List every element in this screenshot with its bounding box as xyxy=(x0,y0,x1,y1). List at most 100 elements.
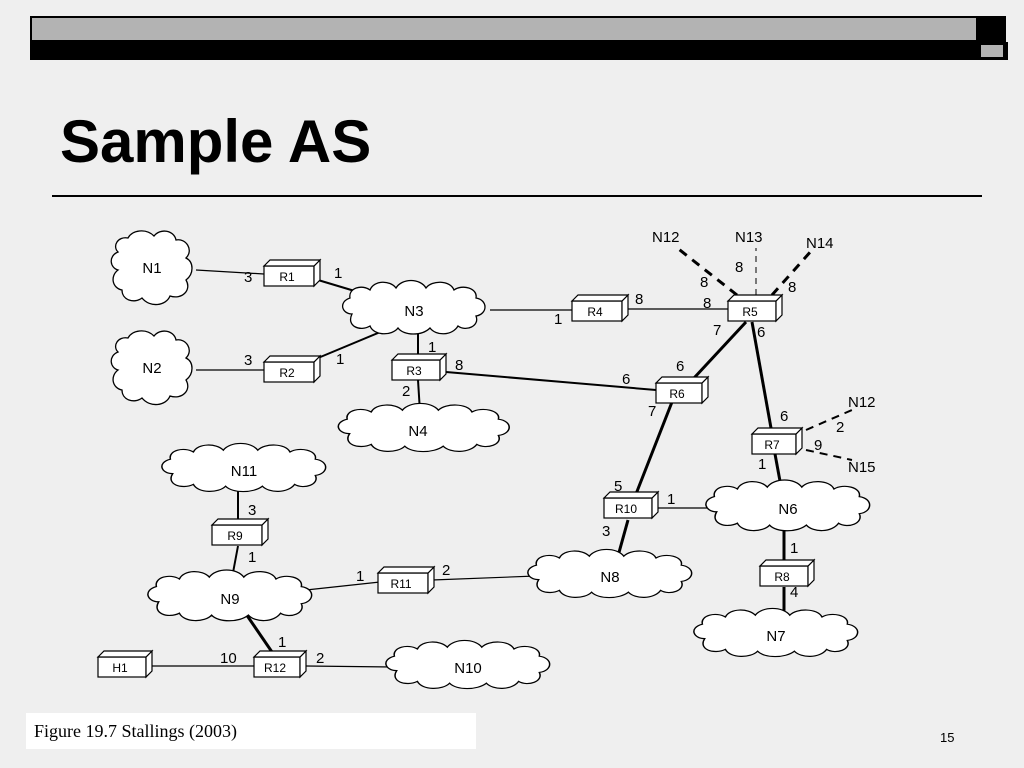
link-r7-n12-dashed xyxy=(805,409,853,431)
link-n9-r12 xyxy=(244,613,274,653)
router-label-r6: R6 xyxy=(669,387,685,401)
network-n6-cloud: N6 xyxy=(705,479,871,532)
cost-label: 1 xyxy=(554,311,562,328)
link-costs: 3 1 3 1 1 2 8 1 8 8 7 6 8 8 8 6 6 7 6 2 … xyxy=(220,259,844,667)
network-n3-cloud: N3 xyxy=(341,279,486,335)
external-label-n12-top: N12 xyxy=(652,229,680,246)
network-n11-cloud: N11 xyxy=(161,442,327,493)
cost-label: 1 xyxy=(356,568,364,585)
figure-caption: Figure 19.7 Stallings (2003) xyxy=(26,713,476,749)
link-r5-n12-dashed xyxy=(675,245,738,297)
router-r1: R1 xyxy=(262,258,322,288)
external-networks: N12 N13 N14 N12 N15 xyxy=(652,229,876,476)
router-r4: R4 xyxy=(570,293,630,323)
cost-label: 2 xyxy=(402,383,410,400)
host-label-h1: H1 xyxy=(112,661,128,675)
cost-label: 4 xyxy=(790,584,798,601)
router-r12: R12 xyxy=(252,649,308,679)
cost-label: 8 xyxy=(455,357,463,374)
cost-label: 8 xyxy=(788,279,796,296)
cost-label: 8 xyxy=(703,295,711,312)
router-r7: R7 xyxy=(750,426,804,456)
cost-label: 3 xyxy=(248,502,256,519)
network-n1-cloud: N1 xyxy=(110,230,193,306)
network-label-n2: N2 xyxy=(142,360,161,377)
cost-label: 7 xyxy=(648,403,656,420)
router-label-r5: R5 xyxy=(742,305,758,319)
routers: R1 R2 R3 R4 R5 R6 R7 R8 R9 R10 R11 R12 H… xyxy=(96,258,816,679)
router-r3: R3 xyxy=(390,352,448,382)
network-label-n4: N4 xyxy=(408,423,427,440)
link-r12-n10 xyxy=(305,665,395,668)
network-label-n9: N9 xyxy=(220,591,239,608)
cost-label: 1 xyxy=(334,265,342,282)
link-r10-n8 xyxy=(616,519,630,557)
network-label-n1: N1 xyxy=(142,260,161,277)
router-r9: R9 xyxy=(210,517,270,547)
router-label-r12: R12 xyxy=(264,661,286,675)
title-underline xyxy=(52,195,982,197)
network-n10-cloud: N10 xyxy=(385,639,551,690)
link-r6-r10 xyxy=(634,401,674,495)
cost-label: 7 xyxy=(713,322,721,339)
cost-label: 6 xyxy=(676,358,684,375)
cost-label: 1 xyxy=(790,540,798,557)
cost-label: 1 xyxy=(758,456,766,473)
external-label-n15: N15 xyxy=(848,459,876,476)
links xyxy=(152,245,853,668)
network-label-n10: N10 xyxy=(454,660,482,677)
link-r11-n8 xyxy=(431,575,537,581)
cost-label: 1 xyxy=(336,351,344,368)
network-label-n3: N3 xyxy=(404,303,423,320)
router-label-r3: R3 xyxy=(406,364,422,378)
router-label-r10: R10 xyxy=(615,502,637,516)
external-label-n14: N14 xyxy=(806,235,834,252)
cost-label: 10 xyxy=(220,650,237,667)
link-n9-r11 xyxy=(305,581,381,591)
external-label-n13: N13 xyxy=(735,229,763,246)
router-r5: R5 xyxy=(726,293,784,323)
link-r5-r6 xyxy=(692,320,748,380)
router-label-r11: R11 xyxy=(390,577,411,591)
router-r8: R8 xyxy=(758,558,816,588)
router-r2: R2 xyxy=(262,354,322,384)
link-n1-r1 xyxy=(195,269,265,275)
network-label-n11: N11 xyxy=(231,463,257,480)
link-r5-r7 xyxy=(750,321,773,429)
cost-label: 1 xyxy=(248,549,256,566)
network-n2-cloud: N2 xyxy=(110,330,193,406)
link-r3-r6 xyxy=(445,371,657,391)
router-label-r4: R4 xyxy=(587,305,603,319)
cost-label: 3 xyxy=(602,523,610,540)
title-bar-corner-block xyxy=(978,16,1006,42)
cost-label: 3 xyxy=(244,352,252,369)
title-bar-corner-box xyxy=(980,44,1004,58)
external-label-n12-right: N12 xyxy=(848,394,876,411)
cost-label: 8 xyxy=(635,291,643,308)
cost-label: 2 xyxy=(316,650,324,667)
slide-title: Sample AS xyxy=(60,108,372,175)
router-label-r1: R1 xyxy=(279,270,295,284)
network-label-n7: N7 xyxy=(766,628,785,645)
router-label-r2: R2 xyxy=(279,366,295,380)
cost-label: 5 xyxy=(614,478,622,495)
network-label-n8: N8 xyxy=(600,569,619,586)
networks: N1 N2 N3 N4 N11 N9 N8 N6 N7 N10 xyxy=(110,230,871,690)
cost-label: 3 xyxy=(244,269,252,286)
router-label-r9: R9 xyxy=(227,529,243,543)
network-n8-cloud: N8 xyxy=(527,548,693,599)
cost-label: 6 xyxy=(757,324,765,341)
router-label-r7: R7 xyxy=(764,438,780,452)
cost-label: 8 xyxy=(735,259,743,276)
cost-label: 1 xyxy=(667,491,675,508)
title-bar-black-strip xyxy=(30,42,1008,60)
network-label-n6: N6 xyxy=(778,501,797,518)
network-n9-cloud: N9 xyxy=(147,569,313,622)
router-r6: R6 xyxy=(654,375,710,405)
cost-label: 2 xyxy=(836,419,844,436)
title-bar-gray-strip xyxy=(30,16,978,42)
cost-label: 9 xyxy=(814,437,822,454)
link-r5-n14-dashed xyxy=(770,249,814,296)
cost-label: 6 xyxy=(622,371,630,388)
